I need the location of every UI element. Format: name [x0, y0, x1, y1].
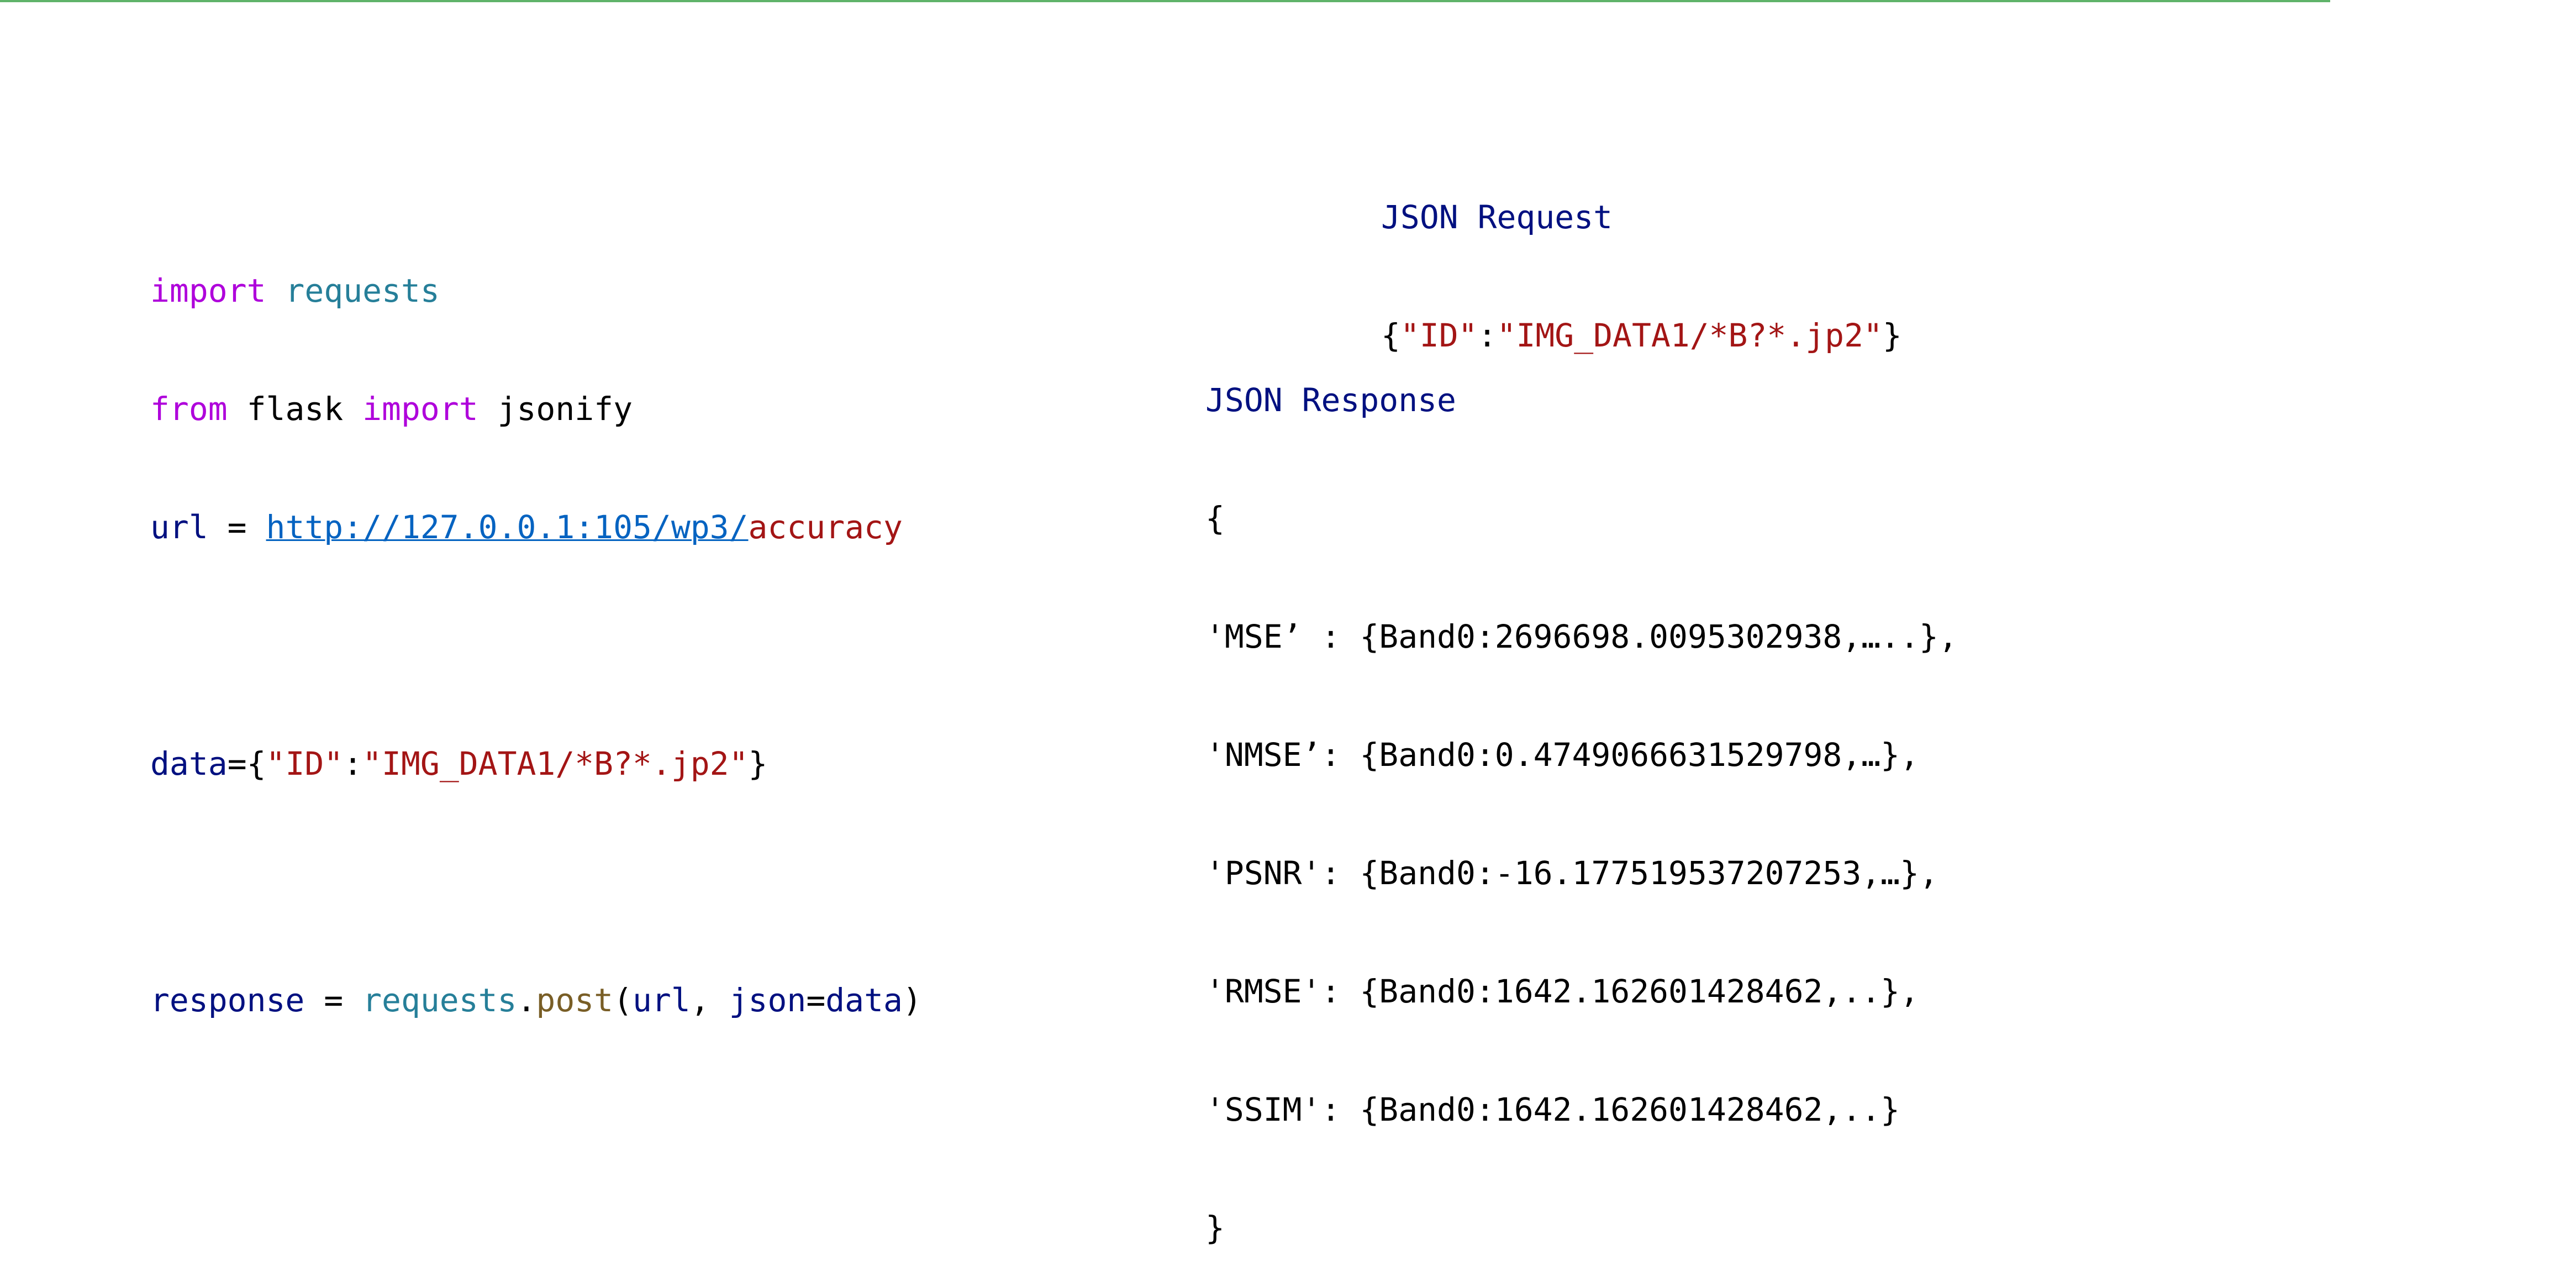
keyword-import: import: [362, 390, 478, 428]
code-line-import: import requests: [150, 269, 922, 312]
string-id-value: "IMG_DATA1/*B?*.jp2": [362, 745, 749, 782]
string-id-value: "IMG_DATA1/*B?*.jp2": [1497, 317, 1883, 354]
module-flask: flask: [227, 390, 363, 428]
code-line-blank: [150, 860, 922, 903]
paren-open: (: [613, 981, 633, 1019]
method-post: post: [536, 981, 614, 1019]
paren-close: ): [902, 981, 922, 1019]
json-response-block: JSON Response { 'MSE’ : {Band0:2696698.0…: [1205, 303, 1958, 1287]
module-requests: requests: [266, 272, 440, 309]
colon: :: [343, 745, 363, 782]
dot: .: [517, 981, 536, 1019]
url-link[interactable]: http://127.0.0.1:105/wp3/: [266, 508, 749, 546]
json-response-line-mse: 'MSE’ : {Band0:2696698.0095302938,…..},: [1205, 618, 1958, 655]
code-line-data: data={"ID":"IMG_DATA1/*B?*.jp2"}: [150, 742, 922, 785]
brace-close: }: [1882, 317, 1902, 354]
var-response: response: [150, 981, 305, 1019]
code-line-from: from flask import jsonify: [150, 387, 922, 430]
operator-equals: =: [806, 981, 826, 1019]
brace-open: {: [1381, 317, 1400, 354]
code-line-blank: [150, 624, 922, 667]
var-data: data: [150, 745, 228, 782]
json-response-line-psnr: 'PSNR': {Band0:-16.177519537207253,…},: [1205, 854, 1938, 892]
comma: ,: [690, 981, 729, 1019]
string-id-key: "ID": [1400, 317, 1478, 354]
code-line-response: response = requests.post(url, json=data): [150, 979, 922, 1022]
func-jsonify: jsonify: [478, 390, 633, 428]
json-response-open-brace: {: [1205, 500, 1225, 537]
module-requests: requests: [362, 981, 517, 1019]
json-response-close-brace: }: [1205, 1209, 1225, 1247]
kwarg-json: json: [729, 981, 807, 1019]
colon: :: [1477, 317, 1497, 354]
string-id-key: "ID": [266, 745, 344, 782]
json-response-line-rmse: 'RMSE': {Band0:1642.162601428462,..},: [1205, 973, 1920, 1010]
brace-open: ={: [227, 745, 266, 782]
operator-equals: =: [208, 508, 266, 546]
keyword-from: from: [150, 390, 228, 428]
json-request-body: {"ID":"IMG_DATA1/*B?*.jp2"}: [1381, 314, 1902, 357]
python-code-block: import requests from flask import jsonif…: [150, 194, 922, 1059]
string-accuracy: accuracy: [748, 508, 903, 546]
arg-data: data: [825, 981, 903, 1019]
json-response-line-ssim: 'SSIM': {Band0:1642.162601428462,..}: [1205, 1091, 1900, 1128]
json-response-line-nmse: 'NMSE’: {Band0:0.4749066631529798,…},: [1205, 736, 1920, 774]
arg-url: url: [633, 981, 691, 1019]
var-url: url: [150, 508, 208, 546]
top-divider-line: [0, 0, 2330, 2]
json-request-heading: JSON Request: [1381, 198, 1613, 236]
keyword-import: import: [150, 272, 266, 309]
json-request-block: JSON Request {"ID":"IMG_DATA1/*B?*.jp2"}: [1381, 120, 1902, 395]
operator-equals: =: [304, 981, 363, 1019]
brace-close: }: [748, 745, 768, 782]
code-line-url: url = http://127.0.0.1:105/wp3/accuracy: [150, 506, 922, 549]
json-response-heading: JSON Response: [1205, 381, 1456, 419]
